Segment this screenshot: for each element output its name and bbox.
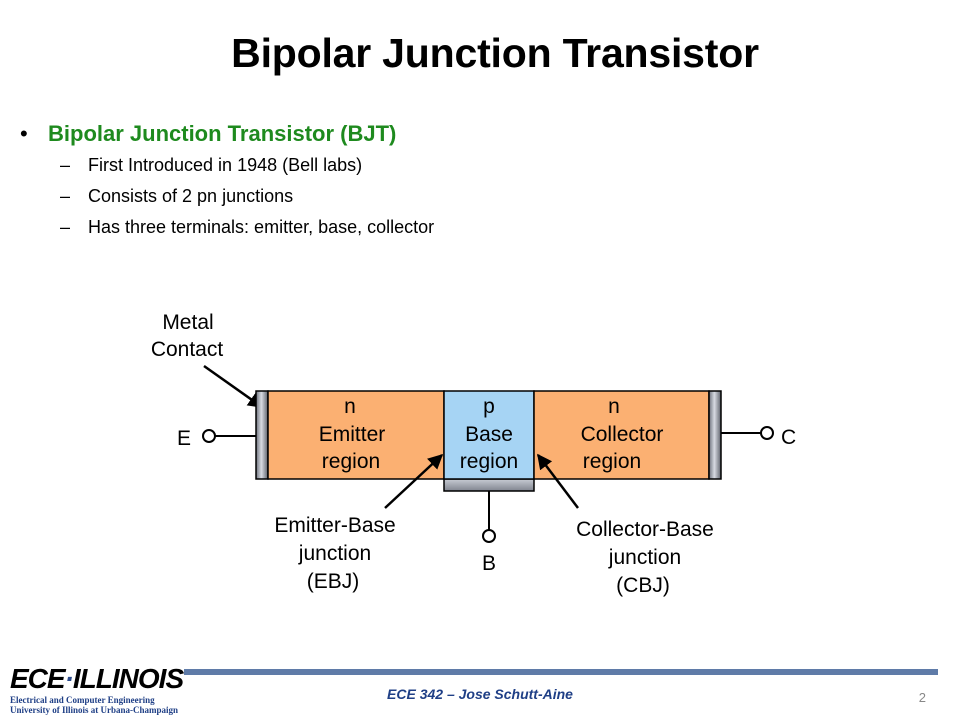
base-region-type: p [483,395,495,418]
slide-title: Bipolar Junction Transistor [231,30,759,76]
sub-item-text: Consists of 2 pn junctions [88,186,294,206]
bullet-list: • Bipolar Junction Transistor (BJT) – Fi… [20,118,434,243]
bullet-marker: • [20,121,28,146]
cbj-arrow [537,453,579,509]
base-metal-contact [443,478,535,492]
ece-illinois-logo: ECE·ILLINOIS Electrical and Computer Eng… [10,663,184,715]
cbj-label-line2: junction [608,546,681,569]
ebj-label-line1: Emitter-Base [274,514,395,537]
emitter-terminal-label: E [177,427,191,450]
sub-item-dash: – [60,186,71,206]
sub-item-2: – Consists of 2 pn junctions [20,181,434,212]
metal-contact-arrow [203,364,264,409]
ebj-arrow [384,453,444,509]
collector-metal-contact [708,390,722,480]
sub-item-1: – First Introduced in 1948 (Bell labs) [20,150,434,181]
logo-wordmark: ECE·ILLINOIS [10,663,184,695]
sub-item-text: First Introduced in 1948 (Bell labs) [88,155,363,175]
collector-region [533,390,710,480]
emitter-region-type: n [344,395,356,418]
slide-number: 2 [918,690,926,705]
collector-terminal [760,426,774,440]
logo-wordmark-illinois: ILLINOIS [72,663,184,694]
metal-contact-label-line1: Metal [162,311,213,334]
collector-region-word: region [583,450,641,473]
sub-item-text: Has three terminals: emitter, base, coll… [88,217,435,237]
footer-course-text: ECE 342 – Jose Schutt-Aine [387,686,573,702]
emitter-region-name: Emitter [319,423,386,446]
logo-wordmark-dot: · [64,663,74,694]
emitter-region [267,390,445,480]
base-terminal [482,529,496,543]
collector-terminal-label: C [781,426,796,449]
collector-region-type: n [608,395,620,418]
logo-university-line: University of Illinois at Urbana-Champai… [10,705,179,715]
ebj-label-line3: (EBJ) [307,570,360,593]
logo-wordmark-ece: ECE [10,663,66,694]
base-terminal-label: B [482,552,496,575]
emitter-terminal [202,429,216,443]
cbj-label-line1: Collector-Base [576,518,714,541]
emitter-metal-contact [255,390,269,480]
sub-item-dash: – [60,217,71,237]
cbj-label-line3: (CBJ) [616,574,670,597]
sub-item-dash: – [60,155,71,175]
sub-item-3: – Has three terminals: emitter, base, co… [20,212,434,243]
metal-contact-label-line2: Contact [151,338,224,361]
base-region [443,390,535,480]
ebj-label-line2: junction [298,542,371,565]
logo-department-line: Electrical and Computer Engineering [10,695,155,705]
collector-region-name: Collector [581,423,664,446]
base-region-word: region [460,450,518,473]
footer-bar [184,669,938,675]
base-region-name: Base [465,423,513,446]
bullet-main: • Bipolar Junction Transistor (BJT) [20,118,434,150]
bullet-main-text: Bipolar Junction Transistor (BJT) [48,121,397,146]
emitter-region-word: region [322,450,380,473]
